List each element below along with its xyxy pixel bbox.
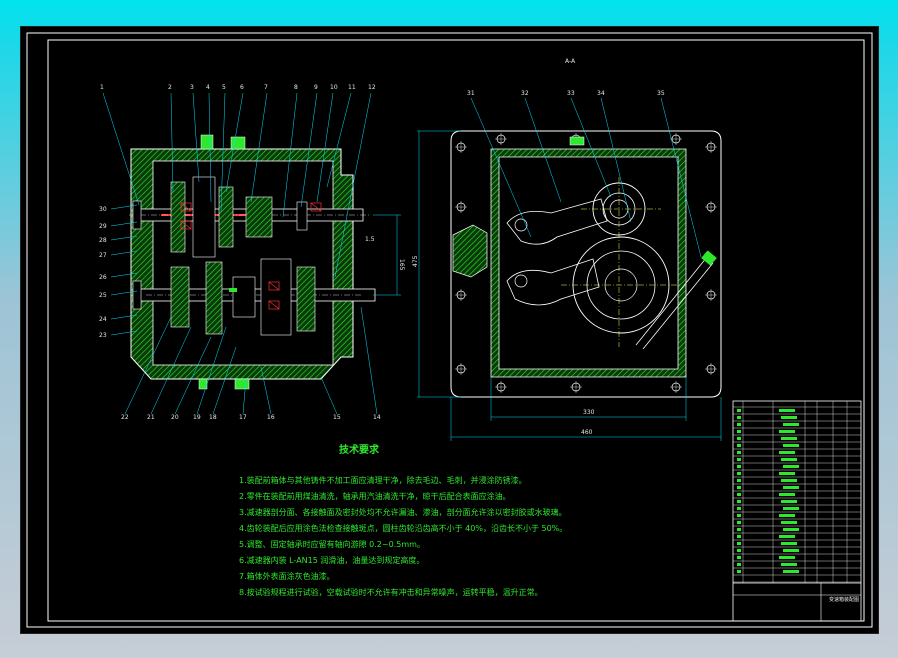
title-block: 变速箱装配图 <box>732 400 862 622</box>
callout-26: 26 <box>99 274 107 281</box>
right-callouts: 31 32 33 34 35 <box>467 90 702 258</box>
callout-16: 16 <box>267 414 275 421</box>
dim-left-height: 165 <box>398 259 405 271</box>
callout-1: 1 <box>100 84 104 91</box>
left-section-view: 165 1.5 <box>129 134 405 390</box>
callout-31: 31 <box>467 90 475 97</box>
flange-bolt-holes <box>455 133 717 393</box>
callout-9: 9 <box>314 84 318 91</box>
outer-border <box>26 32 873 628</box>
tech-note-7: 7.箱体外表面涂灰色油漆。 <box>239 571 335 581</box>
tech-note-3: 3.减速器剖分面、各接触面及密封处均不允许漏油、渗油，剖分面允许涂以密封胶或水玻… <box>239 507 567 517</box>
callout-5: 5 <box>222 84 226 91</box>
callout-3: 3 <box>190 84 194 91</box>
callout-33: 33 <box>567 90 575 97</box>
callout-17: 17 <box>239 414 247 421</box>
tech-note-2: 2.零件在装配前用煤油清洗，轴承用汽油清洗干净，晾干后配合表面应涂油。 <box>239 491 511 501</box>
callout-24: 24 <box>99 316 107 323</box>
callout-30: 30 <box>99 206 107 213</box>
callout-35: 35 <box>657 90 665 97</box>
section-mark: A-A <box>565 58 576 65</box>
callout-20: 20 <box>171 414 179 421</box>
tech-note-8: 8.按试验规程进行试验，空载试验时不允许有冲击和异常噪声，运转平稳，温升正常。 <box>239 587 543 597</box>
callout-34: 34 <box>597 90 605 97</box>
callout-14: 14 <box>373 414 381 421</box>
dim-right-width-inner: 330 <box>583 409 595 416</box>
callout-32: 32 <box>521 90 529 97</box>
callout-21: 21 <box>147 414 155 421</box>
dim-right-width-outer: 460 <box>581 429 593 436</box>
right-front-view: A-A 475 330 <box>412 58 722 441</box>
dim-left-small: 1.5 <box>365 236 375 243</box>
callout-15: 15 <box>333 414 341 421</box>
inner-border <box>47 39 865 622</box>
callout-18: 18 <box>209 414 217 421</box>
callout-10: 10 <box>330 84 338 91</box>
callout-23: 23 <box>99 332 107 339</box>
callout-19: 19 <box>193 414 201 421</box>
callout-12: 12 <box>368 84 376 91</box>
housing-flange <box>450 130 722 398</box>
tech-note-5: 5.调整、固定轴承时应留有轴向游隙 0.2~0.5mm。 <box>239 539 425 549</box>
callout-25: 25 <box>99 292 107 299</box>
tech-note-6: 6.减速器内装 L-AN15 润滑油，油量达到规定高度。 <box>239 555 424 565</box>
callout-22: 22 <box>121 414 129 421</box>
callout-2: 2 <box>168 84 172 91</box>
callout-29: 29 <box>99 223 107 230</box>
tech-note-4: 4.齿轮装配后应用涂色法检查接触斑点，圆柱齿轮沿齿高不小于 40%，沿齿长不小于… <box>239 523 567 533</box>
callout-4: 4 <box>206 84 210 91</box>
dim-right-height: 475 <box>412 255 419 267</box>
tech-title: 技术要求 <box>339 443 380 456</box>
tech-note-1: 1.装配前箱体与其他铸件不加工面应清理干净，除去毛边、毛刺，并浸涂防锈漆。 <box>239 475 527 485</box>
shift-lever <box>506 198 608 245</box>
housing-wall <box>490 148 687 378</box>
technical-requirements: 技术要求 1.装配前箱体与其他铸件不加工面应清理干净，除去毛边、毛刺，并浸涂防锈… <box>239 443 567 597</box>
callout-7: 7 <box>264 84 268 91</box>
title-block-caption: 变速箱装配图 <box>829 596 859 603</box>
callout-11: 11 <box>348 84 356 91</box>
callout-8: 8 <box>294 84 298 91</box>
callout-27: 27 <box>99 252 107 259</box>
callout-6: 6 <box>240 84 244 91</box>
callout-28: 28 <box>99 237 107 244</box>
